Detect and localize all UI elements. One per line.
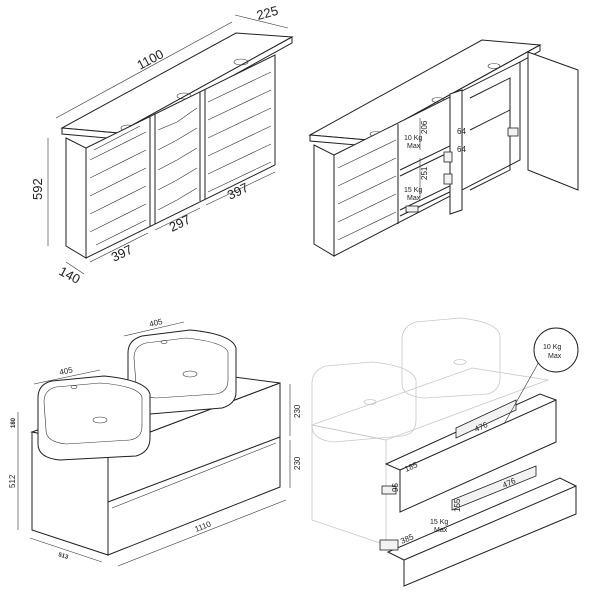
bottom-load-label: 15 Kg: [430, 519, 448, 526]
gap-b-label: 64: [457, 145, 466, 154]
panel-mirror-cabinet-closed: 1100 225 592 140 397 297 397: [30, 3, 294, 287]
light-hole: [233, 58, 249, 66]
unit-width-label: 1110: [193, 519, 212, 534]
front-basin-width-label: 405: [59, 365, 74, 377]
callout-load-sub: Max: [548, 353, 562, 360]
right-door-grain: [207, 71, 272, 193]
bottom-drawer-front: [403, 485, 577, 587]
cabinet-front: [85, 54, 276, 259]
unit-height-label: 512: [8, 474, 17, 488]
panel-mirror-cabinet-open: 206 251 64 64 10 Kg Max 15 Kg Max: [308, 39, 579, 257]
lower-shelf-spacing-label: 251: [420, 166, 429, 180]
bottom-drawer-inner-height-label: 155: [453, 498, 462, 512]
top-drawer-front: [399, 399, 557, 513]
unit-depth-label: 513: [57, 552, 69, 561]
drawer-split: [107, 436, 281, 503]
cabinet-depth-label: 225: [255, 3, 280, 23]
upper-load-sub: Max: [407, 143, 421, 150]
lower-load-label: 15 Kg: [404, 187, 422, 194]
top-drawer-tray: [455, 399, 517, 439]
cabinet-side: [65, 137, 87, 259]
top-drawer-inner-height-label: 95: [391, 483, 400, 492]
basin-height-label: 180: [11, 417, 17, 428]
cabinet-height-label: 592: [30, 178, 45, 200]
callout-load-label: 10 Kg: [543, 344, 561, 351]
upper-shelf-spacing-label: 206: [420, 120, 429, 134]
right-open-door: [527, 51, 579, 191]
panel-vanity-closed: 405 405 180 512 230 230 1110 513: [8, 317, 302, 567]
middle-door-grain: [157, 107, 198, 211]
upper-load-label: 10 Kg: [404, 135, 422, 142]
cabinet-width-label: 1100: [134, 46, 166, 72]
gap-a-label: 64: [457, 127, 466, 136]
top-drawer-height-label: 230: [293, 404, 302, 418]
left-door-grain: [89, 125, 147, 246]
bottom-drawer-tray: [451, 465, 537, 511]
bottom-drawer-inner-depth-label: 385: [399, 532, 415, 546]
bottom-drawer-height-label: 230: [293, 456, 302, 470]
lower-load-sub: Max: [407, 195, 421, 202]
front-basin: [37, 375, 151, 461]
cabinet-side-depth-label: 140: [57, 263, 83, 286]
bottom-load-sub: Max: [434, 527, 448, 534]
rear-basin-width-label: 405: [148, 317, 164, 329]
panel-vanity-open: 10 Kg Max 476 185 95 476 155 385 15 Kg M…: [310, 317, 579, 587]
load-callout: 10 Kg Max: [503, 327, 579, 425]
